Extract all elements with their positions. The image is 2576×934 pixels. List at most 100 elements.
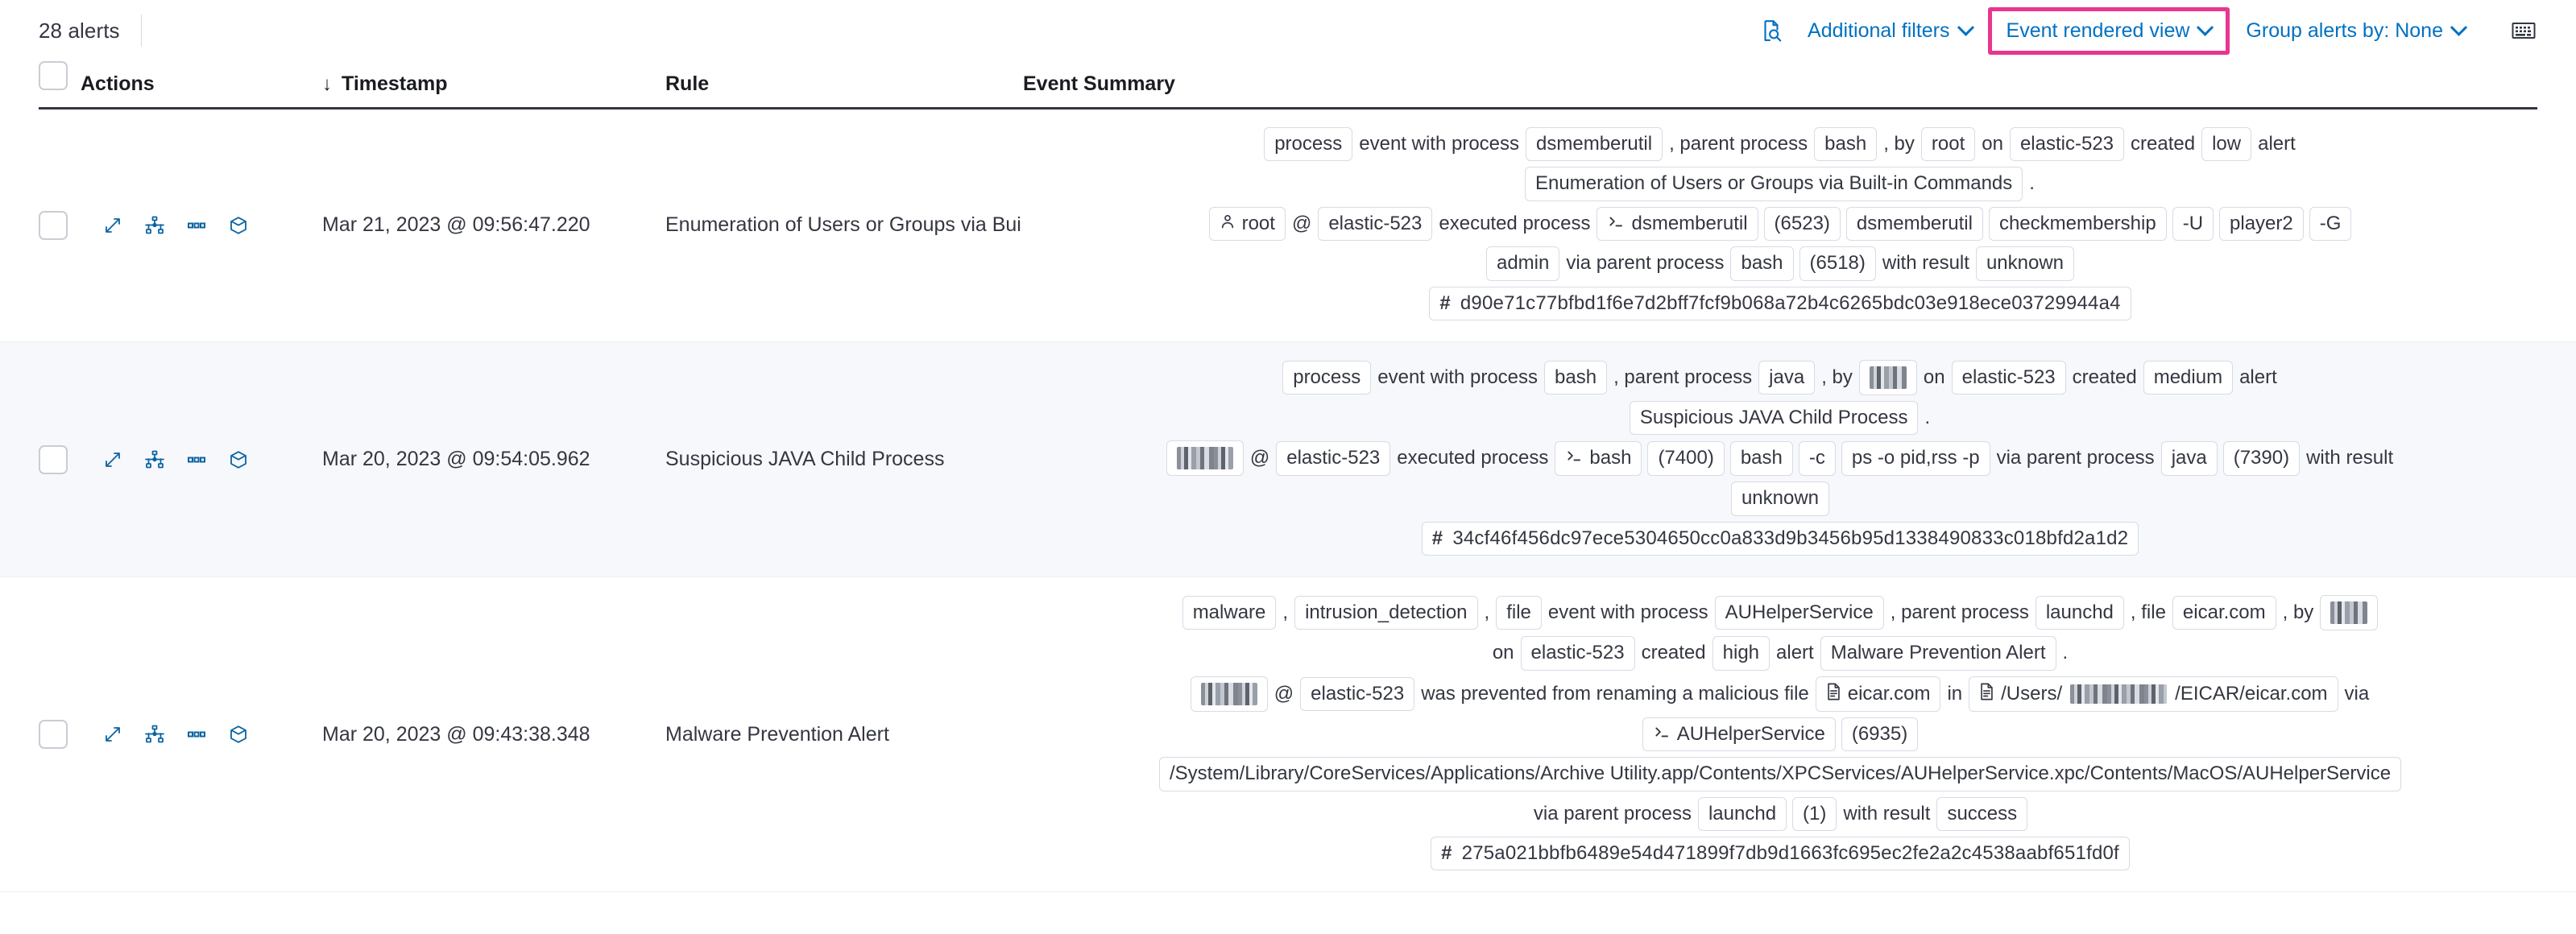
summary-text: created — [2131, 133, 2196, 155]
value-chip[interactable]: elastic-523 — [1951, 360, 2066, 395]
value-chip[interactable]: eicar.com — [2172, 595, 2276, 630]
row-select-checkbox[interactable] — [39, 210, 68, 240]
value-chip[interactable]: success — [1936, 796, 2028, 832]
value-chip[interactable]: elastic-523 — [1520, 636, 1635, 671]
value-chip[interactable]: player2 — [2219, 206, 2304, 242]
user-chip[interactable]: root — [1208, 206, 1286, 242]
value-chip[interactable]: high — [1712, 636, 1770, 671]
redacted-user-chip[interactable] — [1166, 440, 1244, 477]
value-chip[interactable]: process — [1282, 360, 1372, 395]
keyboard-icon[interactable] — [2499, 13, 2549, 48]
select-all-checkbox[interactable] — [39, 61, 68, 90]
value-chip[interactable]: java — [1758, 360, 1816, 395]
document-search-icon[interactable] — [1746, 10, 1796, 51]
value-chip[interactable]: Suspicious JAVA Child Process — [1629, 400, 1919, 436]
value-chip[interactable]: admin — [1485, 246, 1560, 281]
row-select-checkbox[interactable] — [39, 720, 68, 750]
value-chip[interactable]: dsmemberutil — [1526, 127, 1663, 162]
value-chip[interactable]: unknown — [1730, 481, 1830, 516]
value-chip[interactable]: checkmembership — [1988, 206, 2167, 242]
session-view-icon[interactable] — [229, 450, 248, 469]
value-chip[interactable]: ps -o pid,rss -p — [1841, 441, 1990, 476]
chevron-down-icon — [2450, 19, 2468, 36]
value-chip[interactable]: (7390) — [2222, 441, 2301, 476]
value-chip[interactable]: launchd — [1697, 796, 1787, 832]
summary-text: with result — [2306, 447, 2394, 469]
value-chip[interactable]: launchd — [2035, 595, 2124, 630]
value-chip[interactable]: AUHelperService — [1714, 595, 1884, 630]
session-view-icon[interactable] — [229, 725, 248, 744]
value-chip[interactable]: -G — [2309, 206, 2352, 242]
event-rendered-view-label: Event rendered view — [2006, 19, 2190, 42]
value-chip[interactable]: -U — [2172, 206, 2214, 242]
value-chip[interactable]: bash — [1814, 127, 1878, 162]
session-view-icon[interactable] — [229, 216, 248, 235]
value-chip[interactable]: Malware Prevention Alert — [1820, 636, 2056, 671]
value-chip[interactable]: root — [1920, 127, 1976, 162]
value-chip[interactable]: file — [1496, 595, 1542, 630]
redacted-value-chip[interactable] — [1858, 359, 1917, 395]
value-chip[interactable]: (6935) — [1841, 717, 1919, 752]
value-chip[interactable]: -c — [1798, 441, 1836, 476]
value-chip[interactable]: dsmemberutil — [1845, 206, 1983, 242]
value-chip[interactable]: bash — [1544, 360, 1608, 395]
value-chip[interactable]: medium — [2143, 360, 2234, 395]
hash-chip[interactable]: #275a021bbfb6489e54d471899f7db9d1663fc69… — [1431, 837, 2130, 871]
redacted-user-chip[interactable] — [1190, 676, 1268, 712]
value-chip[interactable]: elastic-523 — [2009, 127, 2125, 162]
value-chip[interactable]: bash — [1729, 441, 1793, 476]
redaction-block — [1869, 366, 1907, 389]
chip-label-suffix: /EICAR/eicar.com — [2175, 682, 2328, 705]
analyzer-icon[interactable] — [145, 450, 164, 469]
summary-text: with result — [1882, 252, 1969, 275]
expand-icon[interactable] — [103, 216, 122, 235]
row-select-cell — [39, 444, 81, 474]
file-path-chip[interactable]: /Users//EICAR/eicar.com — [1969, 676, 2338, 712]
file-chip[interactable]: eicar.com — [1815, 676, 1941, 712]
header-event-summary[interactable]: Event Summary — [1023, 72, 1175, 95]
value-chip[interactable]: elastic-523 — [1300, 676, 1415, 711]
value-chip[interactable]: (6518) — [1799, 246, 1876, 281]
summary-text: , parent process — [1669, 133, 1808, 155]
hash-chip[interactable]: #34cf46f456dc97ece5304650cc0a833d9b3456b… — [1421, 521, 2139, 556]
value-chip[interactable]: low — [2201, 127, 2252, 162]
redacted-value-chip[interactable] — [2320, 595, 2379, 631]
more-actions-icon[interactable] — [187, 725, 206, 744]
row-select-checkbox[interactable] — [39, 444, 68, 474]
value-chip[interactable]: bash — [1730, 246, 1794, 281]
analyzer-icon[interactable] — [145, 725, 164, 744]
process-chip[interactable]: AUHelperService — [1642, 717, 1836, 752]
value-chip[interactable]: intrusion_detection — [1294, 595, 1478, 630]
value-chip[interactable]: /System/Library/CoreServices/Application… — [1158, 757, 2402, 791]
more-actions-icon[interactable] — [187, 450, 206, 469]
value-chip[interactable]: process — [1264, 127, 1353, 162]
value-chip[interactable]: (7400) — [1647, 441, 1725, 476]
expand-icon[interactable] — [103, 450, 122, 469]
header-timestamp[interactable]: ↓Timestamp — [322, 72, 661, 96]
value-chip[interactable]: unknown — [1975, 246, 2075, 281]
value-chip[interactable]: elastic-523 — [1276, 441, 1391, 476]
event-rendered-view-button[interactable]: Event rendered view — [2000, 18, 2218, 44]
header-rule[interactable]: Rule — [665, 72, 710, 95]
value-chip[interactable]: elastic-523 — [1318, 206, 1433, 242]
summary-text: event with process — [1547, 601, 1708, 623]
additional-filters-button[interactable]: Additional filters — [1796, 11, 1982, 51]
analyzer-icon[interactable] — [145, 216, 164, 235]
value-chip[interactable]: java — [2160, 441, 2218, 476]
value-chip[interactable]: (6523) — [1763, 206, 1841, 242]
value-chip[interactable]: Enumeration of Users or Groups via Built… — [1525, 167, 2023, 201]
hash-chip[interactable]: #d90e71c77bfbd1f6e7d2bff7fcf9b068a72b4c6… — [1429, 286, 2131, 320]
expand-icon[interactable] — [103, 725, 122, 744]
group-alerts-by-button[interactable]: Group alerts by: None — [2234, 11, 2476, 51]
more-actions-icon[interactable] — [187, 216, 206, 235]
process-chip[interactable]: bash — [1555, 441, 1642, 476]
value-chip[interactable]: malware — [1182, 595, 1277, 630]
process-chip[interactable]: dsmemberutil — [1597, 206, 1758, 242]
value-chip[interactable]: (1) — [1792, 796, 1837, 832]
